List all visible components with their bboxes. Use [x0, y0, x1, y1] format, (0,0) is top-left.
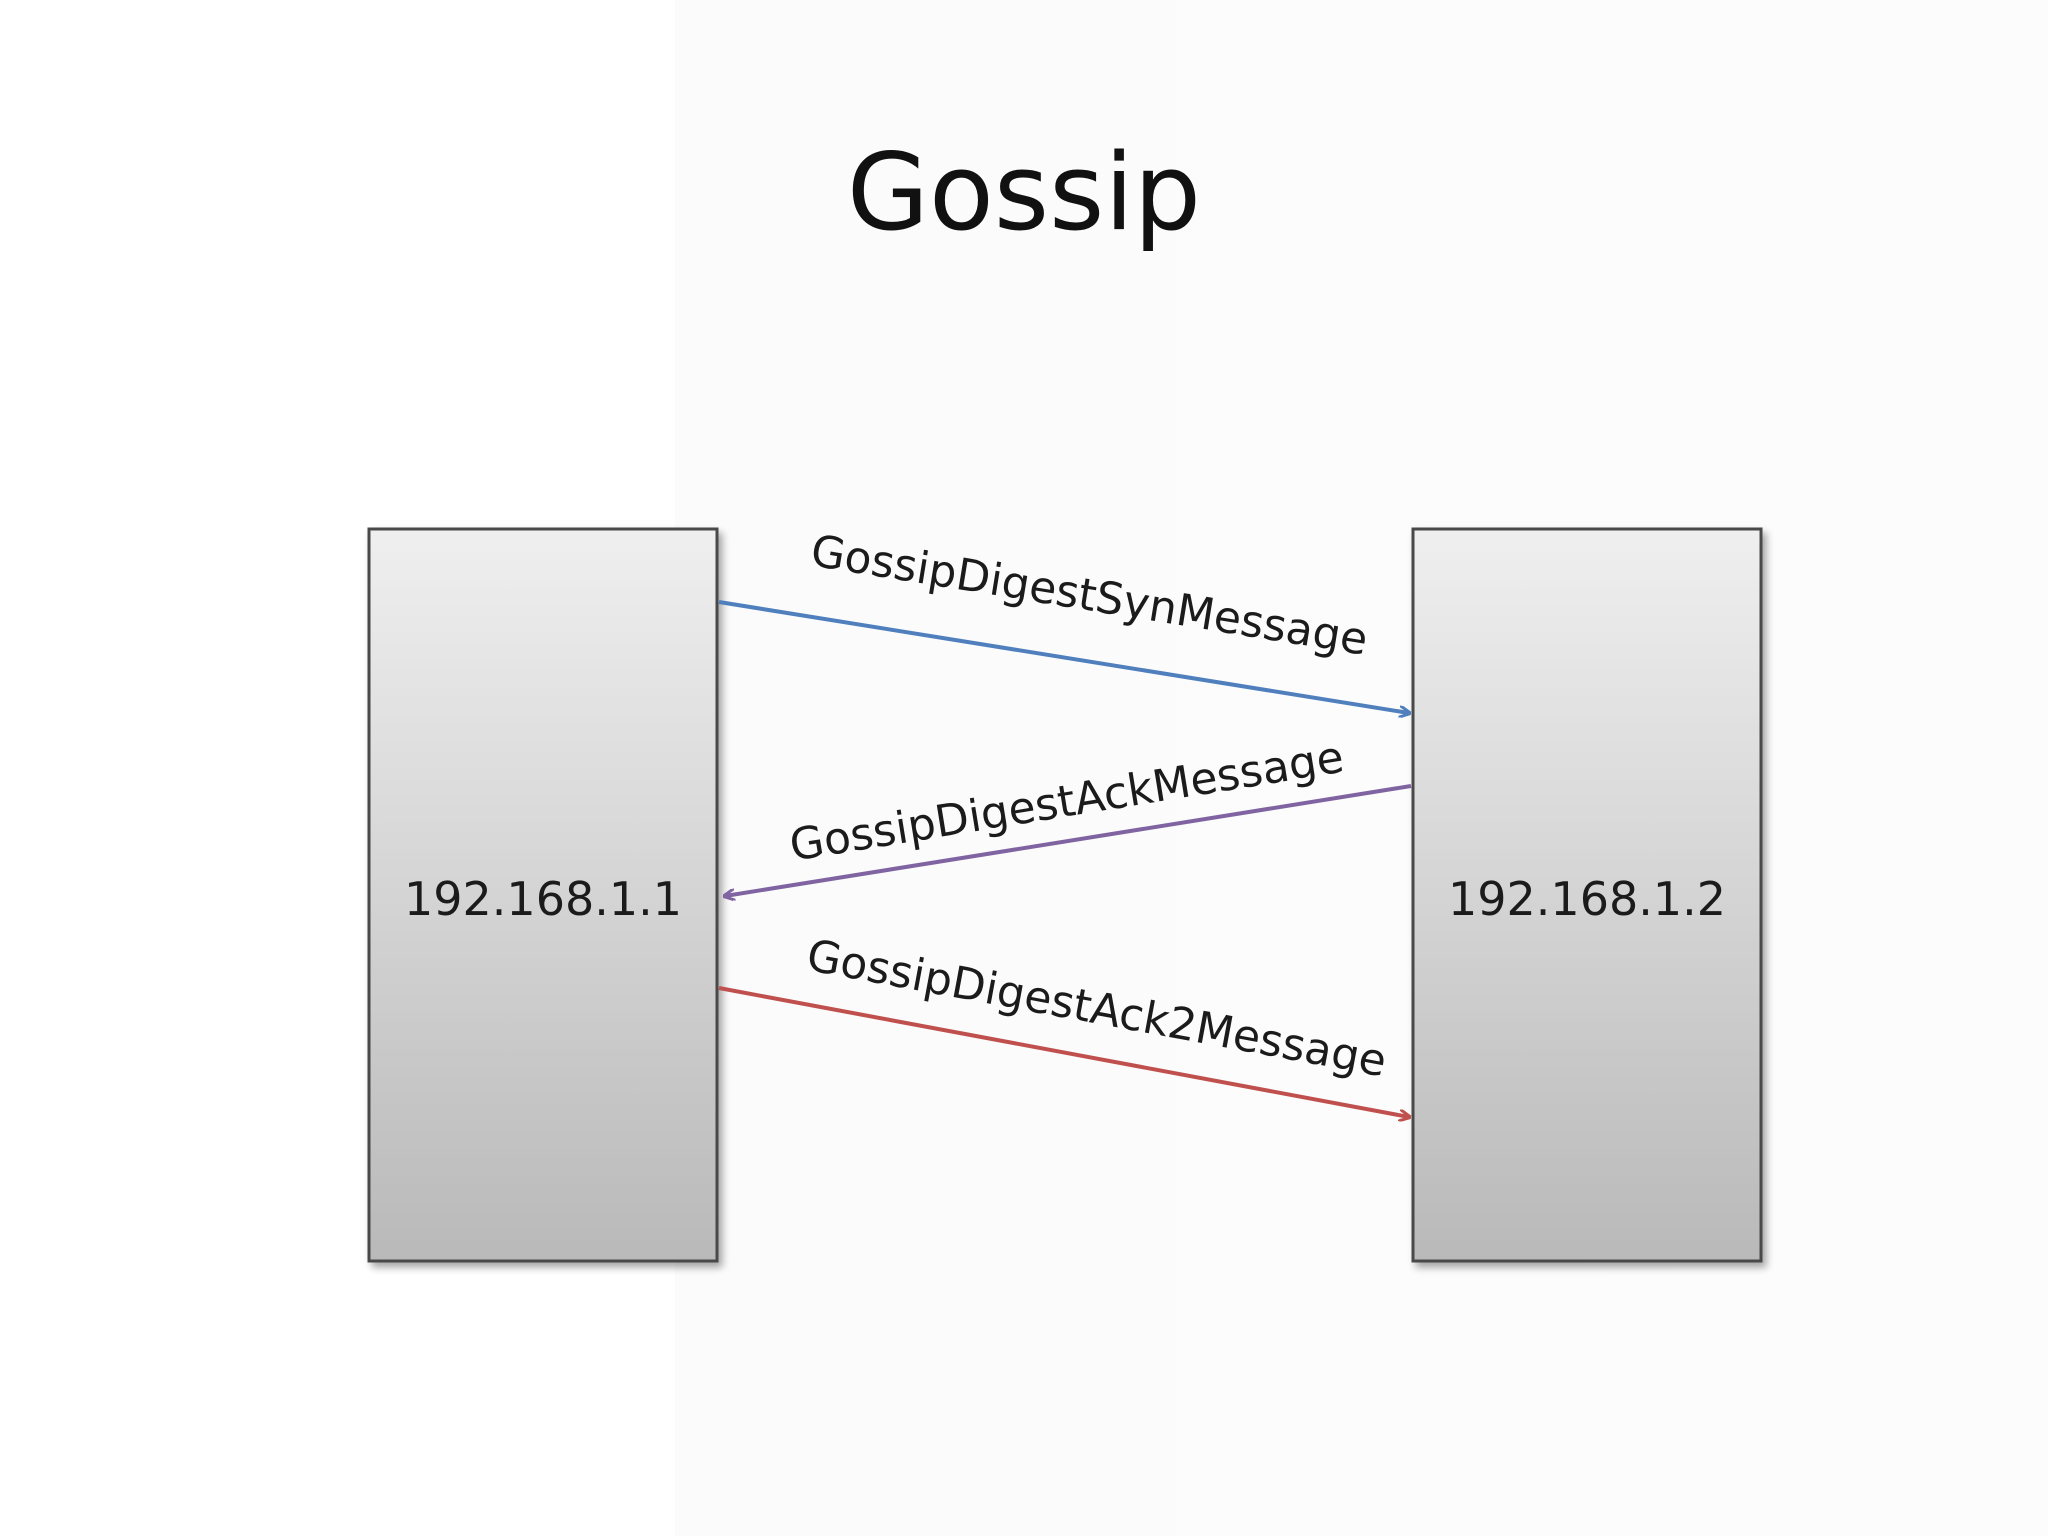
node-label: 192.168.1.2 — [1448, 872, 1726, 926]
ack2-message-arrow — [718, 986, 1409, 1117]
ack-message-label: GossipDigestAckMessage — [786, 732, 1347, 872]
slide-title: Gossip — [846, 131, 1202, 254]
node-label: 192.168.1.1 — [404, 872, 682, 926]
ack2-message-label: GossipDigestAck2Message — [803, 930, 1391, 1087]
node-192-168-1-2: 192.168.1.2 — [1411, 527, 1763, 1263]
syn-message-arrow — [718, 600, 1409, 713]
syn-message-label: GossipDigestSynMessage — [807, 526, 1371, 666]
node-192-168-1-1: 192.168.1.1 — [367, 527, 719, 1263]
ack-message-arrow — [725, 784, 1412, 896]
